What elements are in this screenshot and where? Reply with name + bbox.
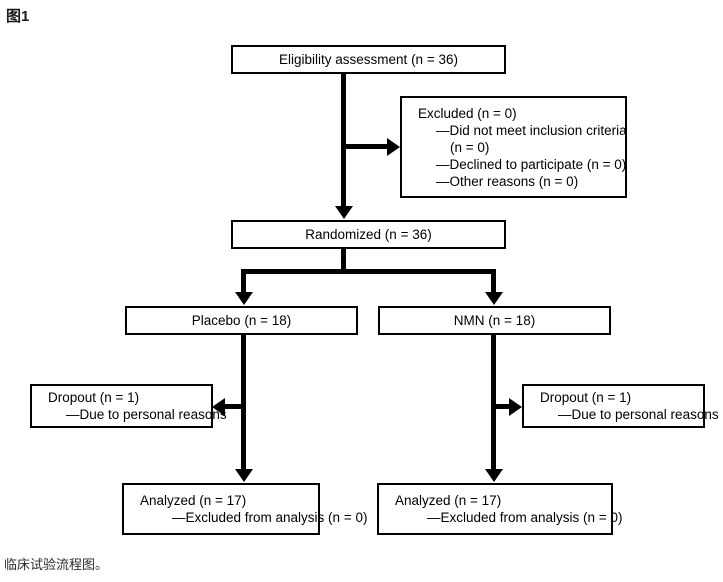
node-excluded-line-2: —Did not meet inclusion criteria	[436, 122, 627, 138]
arrowhead-down-randomized	[334, 206, 353, 219]
node-dropout-placebo: Dropout (n = 1) —Due to personal reasons	[30, 384, 227, 428]
figure-label: 图1	[6, 8, 30, 25]
arrowhead-down-analyzed-left	[234, 469, 253, 482]
node-placebo-label: Placebo (n = 18)	[191, 313, 292, 328]
node-excluded-line-5: —Other reasons (n = 0)	[436, 173, 579, 189]
node-excluded: Excluded (n = 0) —Did not meet inclusion…	[400, 96, 627, 198]
connector-allocation-crossbar	[241, 269, 496, 274]
figure-caption: 临床试验流程图。	[4, 557, 109, 572]
node-dropout-nmn-line-1: Dropout (n = 1)	[540, 390, 632, 405]
node-analyzed-nmn: Analyzed (n = 17) —Excluded from analysi…	[377, 483, 623, 535]
connector-nmn-to-analyzed	[491, 335, 496, 471]
arrowhead-down-analyzed-right	[484, 469, 503, 482]
connector-trunk-to-excluded	[341, 144, 389, 149]
arrowhead-right-excluded	[387, 137, 400, 156]
node-excluded-line-4: —Declined to participate (n = 0)	[436, 156, 627, 172]
node-randomized: Randomized (n = 36)	[231, 220, 506, 249]
node-excluded-line-3: (n = 0)	[450, 139, 490, 155]
connector-eligibility-to-randomized	[341, 74, 346, 208]
node-excluded-line-1: Excluded (n = 0)	[418, 105, 517, 121]
node-analyzed-nmn-line-1: Analyzed (n = 17)	[395, 493, 502, 508]
node-eligibility-assessment-label: Eligibility assessment (n = 36)	[279, 52, 458, 67]
node-analyzed-placebo-line-2: —Excluded from analysis (n = 0)	[172, 510, 368, 525]
node-placebo: Placebo (n = 18)	[125, 306, 358, 335]
arrowhead-down-placebo	[234, 292, 253, 305]
arrowhead-down-nmn	[484, 292, 503, 305]
connector-randomized-stem	[341, 249, 346, 274]
node-nmn: NMN (n = 18)	[378, 306, 611, 335]
connector-to-nmn	[491, 269, 496, 294]
node-dropout-placebo-line-2: —Due to personal reasons	[66, 407, 227, 422]
arrowhead-right-dropout	[509, 397, 522, 416]
node-dropout-nmn: Dropout (n = 1) —Due to personal reasons	[522, 384, 719, 428]
node-eligibility-assessment: Eligibility assessment (n = 36)	[231, 45, 506, 74]
arrowhead-left-dropout	[212, 397, 225, 416]
connector-to-placebo	[241, 269, 246, 294]
node-analyzed-placebo: Analyzed (n = 17) —Excluded from analysi…	[122, 483, 368, 535]
connector-nmn-to-dropout	[491, 404, 511, 409]
node-analyzed-nmn-line-2: —Excluded from analysis (n = 0)	[427, 510, 623, 525]
node-dropout-placebo-line-1: Dropout (n = 1)	[48, 390, 140, 405]
connector-placebo-to-analyzed	[241, 335, 246, 471]
connector-placebo-to-dropout	[225, 404, 245, 409]
node-analyzed-placebo-line-1: Analyzed (n = 17)	[140, 493, 247, 508]
node-nmn-label: NMN (n = 18)	[453, 313, 536, 328]
node-randomized-label: Randomized (n = 36)	[305, 227, 432, 242]
node-dropout-nmn-line-2: —Due to personal reasons	[558, 407, 719, 422]
